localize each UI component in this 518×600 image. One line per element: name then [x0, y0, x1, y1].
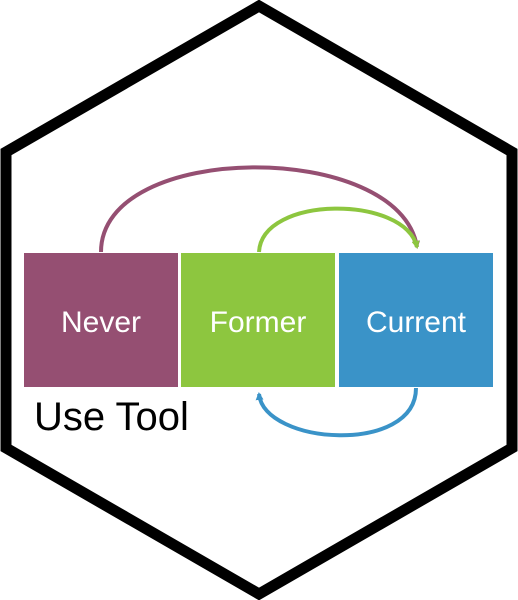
current-box [339, 253, 493, 387]
never-label: Never [61, 306, 141, 339]
former-box [181, 253, 335, 387]
never-box [24, 253, 178, 387]
arrow-former-to-current [257, 206, 420, 253]
caption-use-tool: Use Tool [34, 395, 189, 439]
arrow-never-to-current [99, 165, 420, 253]
former-label: Former [210, 306, 307, 339]
arrow-current-to-former [255, 387, 418, 438]
current-label: Current [366, 306, 467, 339]
